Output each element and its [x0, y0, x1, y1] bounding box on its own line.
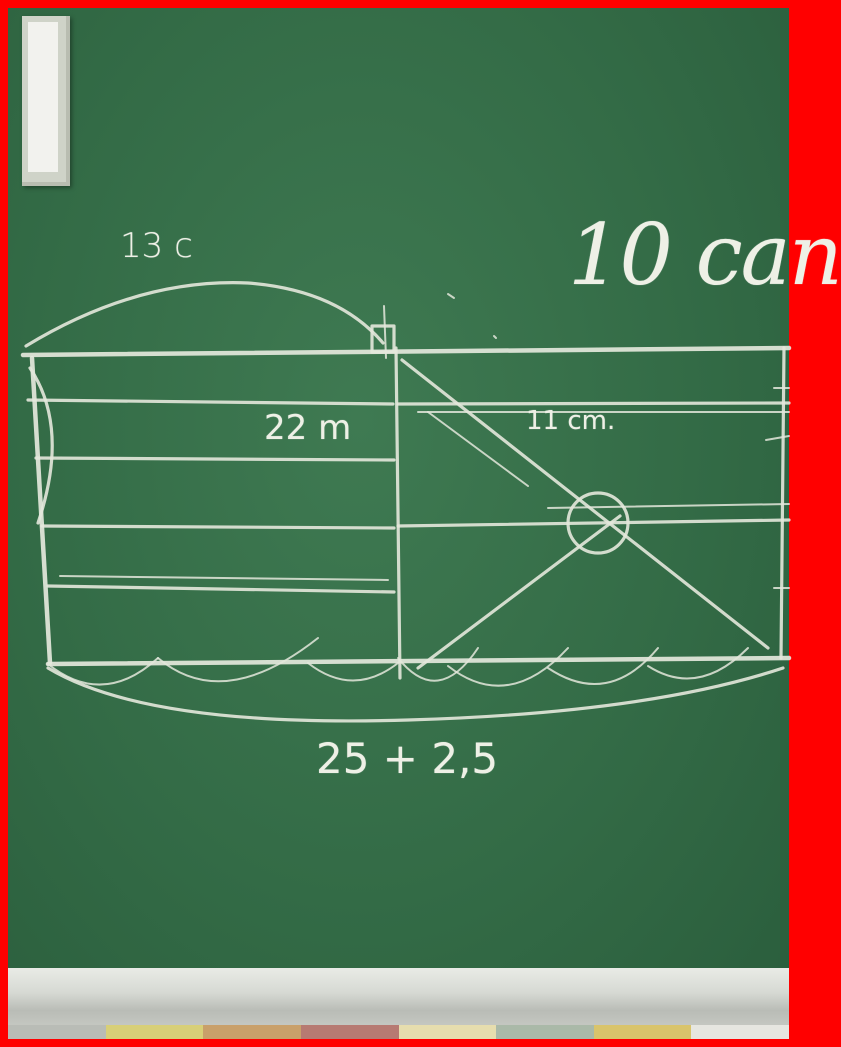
top-arc	[24, 281, 385, 348]
left-bulge	[28, 366, 54, 525]
corner-square	[370, 324, 396, 354]
rect-left	[29, 355, 53, 666]
label-sum: 25 + 2,5	[316, 734, 499, 783]
label-10-can: 10 can	[568, 206, 841, 304]
chalk-drawing	[20, 281, 792, 723]
chalk-pieces	[8, 1025, 789, 1039]
chalk-tray	[8, 968, 789, 1039]
divider	[394, 346, 402, 680]
wall-frame-corner	[22, 16, 70, 186]
rect-right	[779, 346, 786, 660]
rect-bottom	[45, 655, 792, 667]
intersection-circle	[566, 491, 630, 555]
label-11cm: 11 cm.	[526, 406, 616, 436]
rect-top	[20, 345, 792, 358]
bottom-sweep	[46, 666, 785, 723]
chalkboard: 13 c 10 can 22 m 11 cm. 25 + 2,5	[8, 8, 841, 1039]
label-22m: 22 m	[264, 408, 352, 448]
label-13c: 13 c	[120, 226, 193, 266]
